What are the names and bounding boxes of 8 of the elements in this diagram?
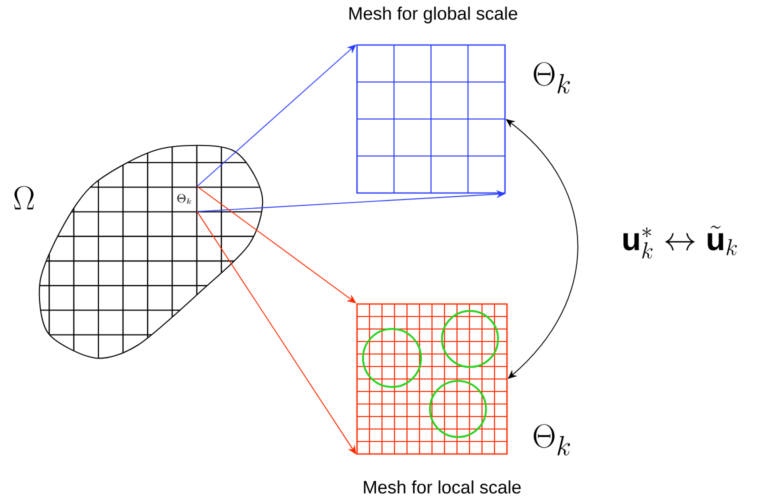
mesh-cell: $\Theta_k$ (177, 194, 192, 204)
subdomain-symbol: $\Theta_k$ (534, 424, 570, 456)
coupling-formula: $\mathbf{u}_k^{*}\leftrightarrow\tilde{\mathbf{u}}_k$ (623, 226, 737, 259)
mesh-heading: Mesh for local scale (364, 480, 521, 494)
mesh-domain-drawing (38, 144, 264, 359)
domain-symbol: $\Omega$ (14, 186, 34, 210)
mesh-heading: Mesh for global scale (349, 6, 518, 24)
subdomain-symbol: $\Theta_k$ (534, 62, 570, 94)
